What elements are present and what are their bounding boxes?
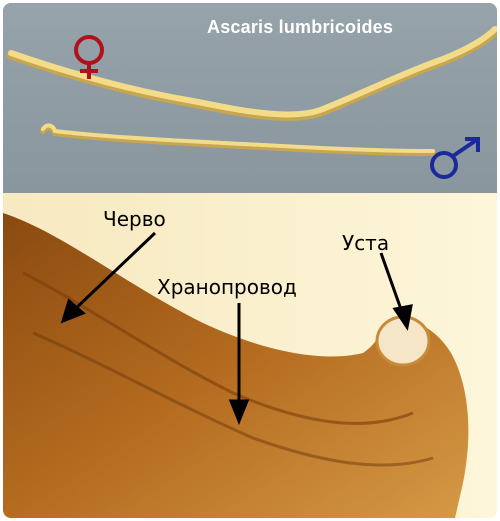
photo-background (3, 3, 497, 193)
label-intestine: Черво (103, 207, 166, 231)
worm-photo-panel: Ascaris lumbricoides (3, 3, 497, 193)
male-worm (41, 123, 435, 153)
female-worm (8, 26, 497, 118)
species-title: Ascaris lumbricoides (207, 17, 394, 37)
body-stripe (22, 271, 414, 425)
image-frame: Ascaris lumbricoides (3, 3, 497, 518)
intestine-arrowhead (60, 298, 86, 324)
worm-body (3, 213, 469, 518)
esophagus-arrowhead (228, 399, 250, 426)
label-esophagus: Хранопровод (157, 275, 297, 299)
female-symbol-icon (74, 35, 104, 79)
mouth-bulb (375, 315, 431, 367)
micrograph-panel: Черво Хранопровод Уста (3, 193, 497, 518)
body-stripe (32, 331, 434, 467)
worm-photo (3, 3, 497, 193)
intestine-arrow (71, 231, 157, 313)
mouth-arrowhead (392, 304, 413, 331)
mouth-arrow (379, 252, 405, 316)
label-mouth: Уста (342, 231, 390, 255)
label-arrows (60, 231, 413, 426)
worm-micrograph (3, 193, 497, 518)
male-symbol-icon (430, 137, 480, 179)
